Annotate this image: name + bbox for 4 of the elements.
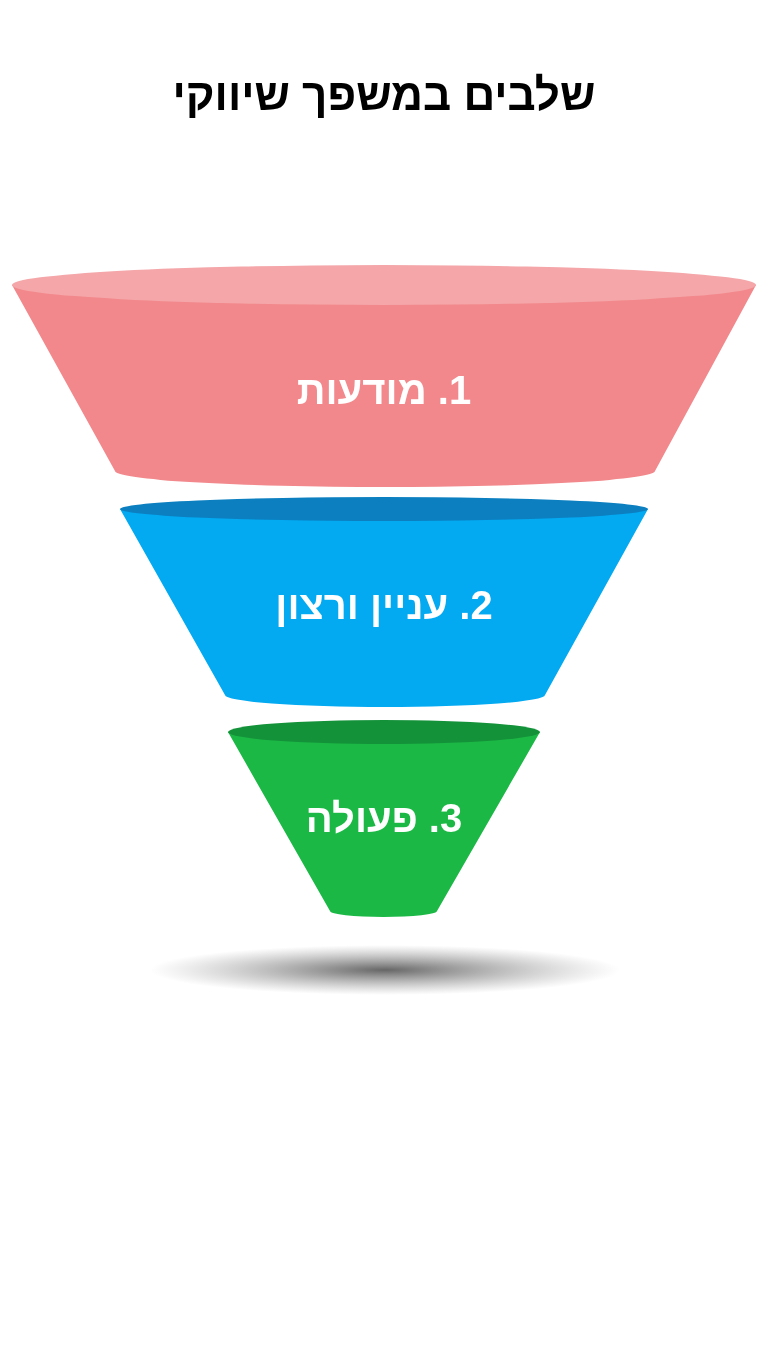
segment-label: 2. עניין ורצון — [275, 582, 493, 629]
segment-label: 1. מודעות — [296, 367, 472, 414]
segment-label: 3. פעולה — [305, 795, 463, 842]
title: שלבים במשפך שיווקי — [171, 69, 597, 121]
